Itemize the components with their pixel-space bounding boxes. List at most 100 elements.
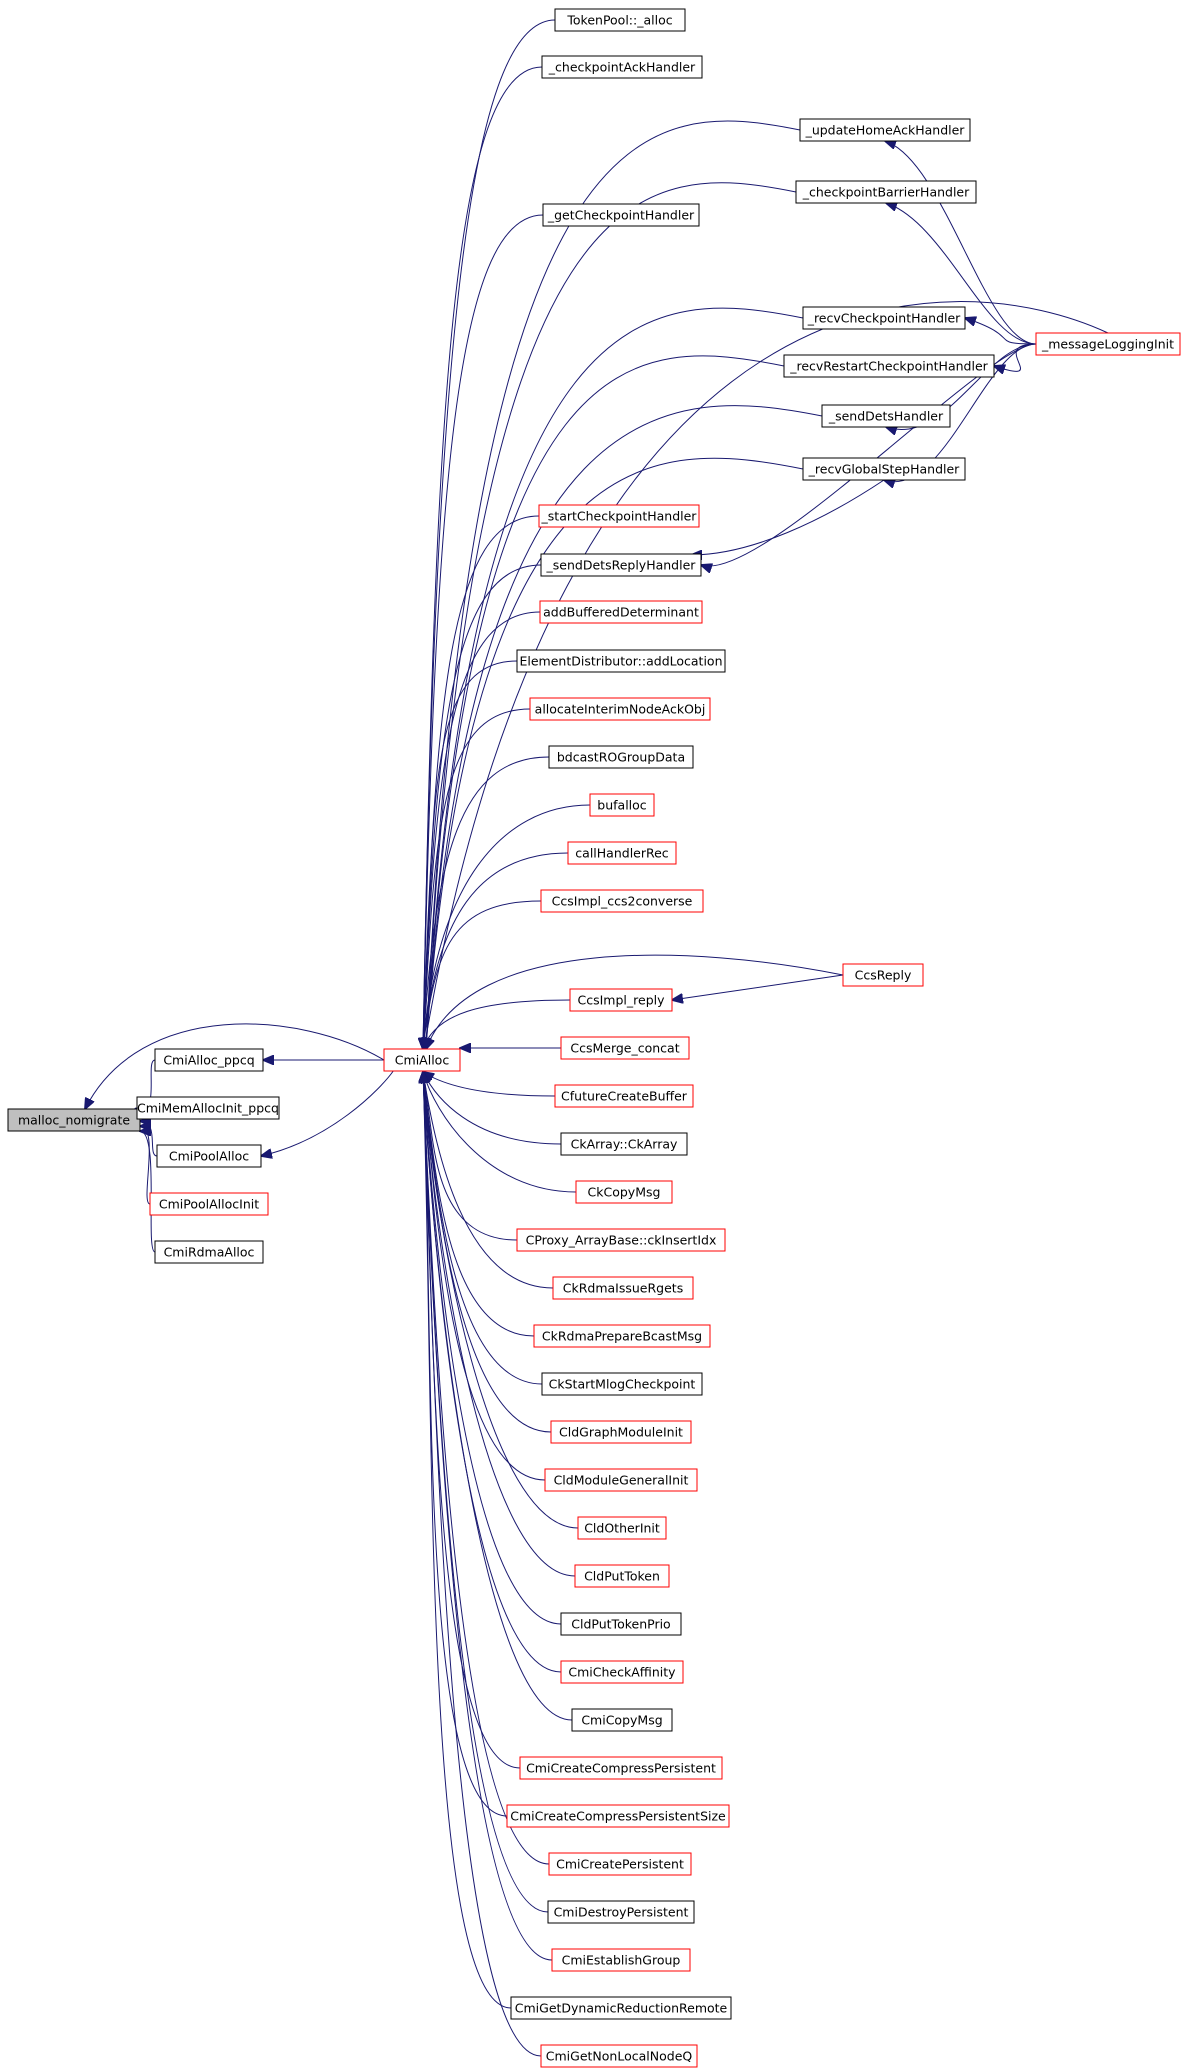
node-CcsMerge_concat[interactable]: CcsMerge_concat (560, 1036, 690, 1060)
edge-ElementDistributor_addLocation-to-CmiAlloc (423, 660, 518, 1049)
node-box (795, 180, 977, 204)
node-box (575, 1180, 673, 1204)
edge-CmiCheckAffinity-to-CmiAlloc (423, 1072, 562, 1673)
node-CmiCopyMsg[interactable]: CmiCopyMsg (571, 1708, 673, 1732)
node-label: CcsReply (855, 968, 912, 983)
node-CmiAlloc_ppcq[interactable]: CmiAlloc_ppcq (154, 1048, 264, 1072)
node-CmiCheckAffinity[interactable]: CmiCheckAffinity (560, 1660, 684, 1684)
node-CkStartMlogCheckpoint[interactable]: CkStartMlogCheckpoint (541, 1372, 703, 1396)
node-checkpointAckHandler[interactable]: _checkpointAckHandler (541, 55, 703, 79)
node-label: _checkpointAckHandler (548, 60, 696, 75)
node-CmiCreateCompressPersistentSize[interactable]: CmiCreateCompressPersistentSize (506, 1804, 730, 1828)
edge-recvCheckpointHandler-to-CmiAlloc (426, 307, 804, 1049)
edge-CcsReply-to-CmiAlloc (426, 954, 844, 1049)
node-messageLoggingInit[interactable]: _messageLoggingInit (1035, 332, 1181, 356)
node-box (149, 1192, 269, 1216)
node-CmiPoolAlloc[interactable]: CmiPoolAlloc (156, 1144, 262, 1168)
edge-sendDetsHandler-to-CmiAlloc (426, 405, 823, 1049)
node-box (7, 1108, 141, 1132)
node-CmiGetDynamicReductionRemote[interactable]: CmiGetDynamicReductionRemote (510, 1996, 732, 2020)
edge-checkpointAckHandler-to-CmiAlloc (423, 66, 543, 1049)
node-label: callHandlerRec (575, 846, 669, 861)
node-CmiEstablishGroup[interactable]: CmiEstablishGroup (551, 1948, 691, 1972)
node-CmiGetNonLocalNodeQ[interactable]: CmiGetNonLocalNodeQ (540, 2044, 698, 2068)
edge-allocateInterimNodeAckObj-to-CmiAlloc (423, 708, 531, 1049)
node-addBufferedDeterminant[interactable]: addBufferedDeterminant (539, 600, 703, 624)
node-label: CcsImpl_ccs2converse (552, 894, 693, 909)
node-label: _getCheckpointHandler (547, 208, 695, 223)
node-box (547, 1900, 695, 1924)
node-recvCheckpointHandler[interactable]: _recvCheckpointHandler (802, 306, 966, 330)
node-label: CkRdmaPrepareBcastMsg (542, 1329, 702, 1344)
node-box (548, 1852, 692, 1876)
node-box (519, 1756, 723, 1780)
node-label: CkArray::CkArray (571, 1137, 678, 1152)
node-label: malloc_nomigrate (18, 1113, 130, 1128)
node-box (383, 1048, 461, 1072)
node-CldModuleGeneralInit[interactable]: CldModuleGeneralInit (544, 1468, 698, 1492)
node-CmiCreateCompressPersistent[interactable]: CmiCreateCompressPersistent (519, 1756, 723, 1780)
node-sendDetsReplyHandler[interactable]: _sendDetsReplyHandler (540, 553, 702, 577)
node-box (533, 1324, 711, 1348)
node-CldPutTokenPrio[interactable]: CldPutTokenPrio (560, 1612, 682, 1636)
node-box (540, 889, 704, 913)
node-label: CkStartMlogCheckpoint (549, 1377, 696, 1392)
node-bdcastROGroupData[interactable]: bdcastROGroupData (548, 745, 694, 769)
node-CldGraphModuleInit[interactable]: CldGraphModuleInit (550, 1420, 692, 1444)
node-box (541, 55, 703, 79)
node-updateHomeAckHandler[interactable]: _updateHomeAckHandler (799, 118, 971, 142)
node-CmiMemAllocInit_ppcq[interactable]: CmiMemAllocInit_ppcq (136, 1096, 280, 1120)
node-CmiCreatePersistent[interactable]: CmiCreatePersistent (548, 1852, 692, 1876)
node-CmiAlloc[interactable]: CmiAlloc (383, 1048, 461, 1072)
node-CcsImpl_ccs2converse[interactable]: CcsImpl_ccs2converse (540, 889, 704, 913)
node-box (538, 504, 700, 528)
node-CkRdmaIssueRgets[interactable]: CkRdmaIssueRgets (552, 1276, 694, 1300)
node-malloc_nomigrate[interactable]: malloc_nomigrate (7, 1108, 141, 1132)
node-label: CmiMemAllocInit_ppcq (137, 1101, 279, 1116)
nodes-layer: malloc_nomigrate CmiAlloc_ppcqCmiMemAlloc… (7, 8, 1181, 2068)
node-label: CmiGetNonLocalNodeQ (546, 2049, 693, 2064)
node-label: CmiCreatePersistent (556, 1857, 684, 1872)
node-CmiRdmaAlloc[interactable]: CmiRdmaAlloc (154, 1240, 264, 1264)
node-bufalloc[interactable]: bufalloc (589, 793, 655, 817)
node-CfutureCreateBuffer[interactable]: CfutureCreateBuffer (554, 1084, 694, 1108)
edge-messageLoggingInit-to-sendDetsHandler (886, 343, 1037, 430)
node-recvGlobalStepHandler[interactable]: _recvGlobalStepHandler (802, 457, 966, 481)
node-startCheckpointHandler[interactable]: _startCheckpointHandler (538, 504, 700, 528)
node-label: _sendDetsReplyHandler (546, 558, 697, 573)
node-callHandlerRec[interactable]: callHandlerRec (567, 841, 677, 865)
node-CkCopyMsg[interactable]: CkCopyMsg (575, 1180, 673, 1204)
node-CldOtherInit[interactable]: CldOtherInit (577, 1516, 667, 1540)
node-allocateInterimNodeAckObj[interactable]: allocateInterimNodeAckObj (529, 697, 711, 721)
edge-getCheckpointHandler-to-CmiAlloc (423, 214, 544, 1049)
edge-CldOtherInit-to-CmiAlloc (423, 1072, 579, 1529)
node-box (560, 1132, 688, 1156)
node-sendDetsHandler[interactable]: _sendDetsHandler (821, 404, 951, 428)
node-CcsReply[interactable]: CcsReply (842, 963, 924, 987)
node-CcsImpl_reply[interactable]: CcsImpl_reply (569, 988, 673, 1012)
node-box (551, 1948, 691, 1972)
node-box (577, 1516, 667, 1540)
node-label: CmiCreateCompressPersistentSize (510, 1809, 726, 1824)
node-TokenPool_alloc[interactable]: TokenPool::_alloc (554, 8, 686, 32)
node-CldPutToken[interactable]: CldPutToken (574, 1564, 670, 1588)
node-getCheckpointHandler[interactable]: _getCheckpointHandler (542, 203, 700, 227)
node-box (783, 354, 995, 378)
node-ElementDistributor_addLocation[interactable]: ElementDistributor::addLocation (516, 649, 726, 673)
node-box (516, 1228, 726, 1252)
edge-CmiGetDynamicReductionRemote-to-CmiAlloc (423, 1072, 512, 2009)
node-recvRestartCheckpointHandler[interactable]: _recvRestartCheckpointHandler (783, 354, 995, 378)
node-box (554, 8, 686, 32)
node-CmiPoolAllocInit[interactable]: CmiPoolAllocInit (149, 1192, 269, 1216)
node-label: CmiPoolAllocInit (159, 1197, 259, 1212)
node-box (506, 1804, 730, 1828)
node-checkpointBarrierHandler[interactable]: _checkpointBarrierHandler (795, 180, 977, 204)
node-box (1035, 332, 1181, 356)
node-CkArray_CkArray[interactable]: CkArray::CkArray (560, 1132, 688, 1156)
node-box (799, 118, 971, 142)
node-label: _sendDetsHandler (828, 409, 944, 424)
node-CmiDestroyPersistent[interactable]: CmiDestroyPersistent (547, 1900, 695, 1924)
node-CProxy_ArrayBase_ckInsertIdx[interactable]: CProxy_ArrayBase::ckInsertIdx (516, 1228, 726, 1252)
node-CkRdmaPrepareBcastMsg[interactable]: CkRdmaPrepareBcastMsg (533, 1324, 711, 1348)
edge-CmiCreatePersistent-to-CmiAlloc (423, 1072, 550, 1865)
